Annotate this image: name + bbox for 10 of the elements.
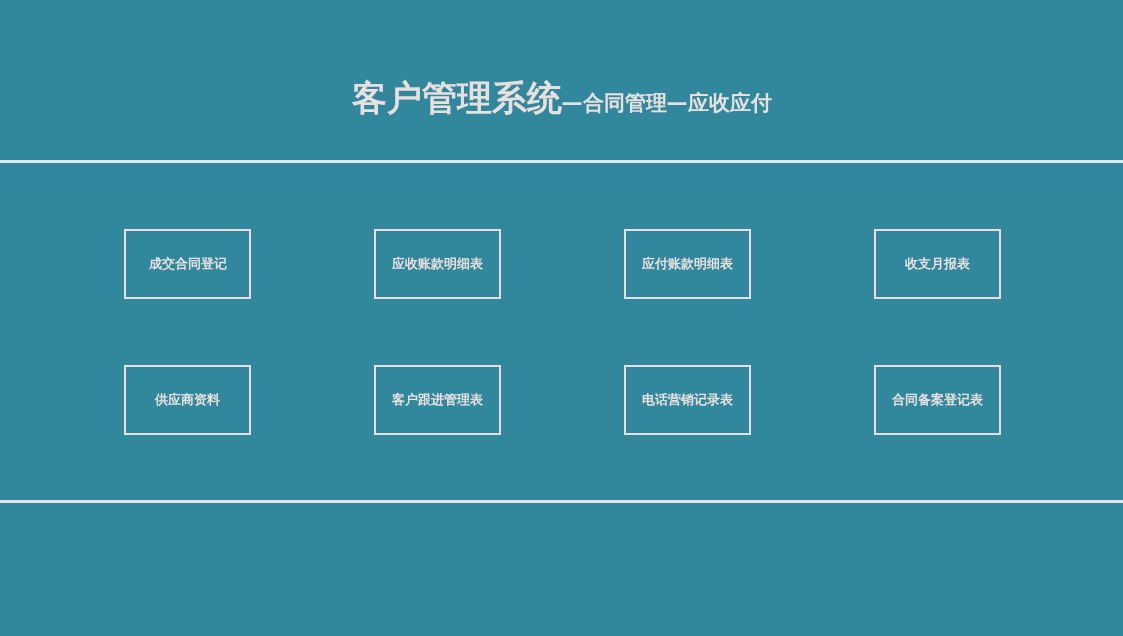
menu-button: 应付账款明细表 <box>624 229 751 299</box>
subtitle: —合同管理—应收应付 <box>561 91 772 115</box>
menu-button: 电话营销记录表 <box>624 365 751 435</box>
title: 客户管理系统 <box>351 78 562 118</box>
menu-button: 合同备案登记表 <box>874 365 1001 435</box>
menu-button: 客户跟进管理表 <box>374 365 501 435</box>
menu-button: 成交合同登记 <box>124 229 251 299</box>
menu-button: 收支月报表 <box>874 229 1001 299</box>
menu-button: 应收账款明细表 <box>374 229 501 299</box>
menu-button: 供应商资料 <box>124 365 251 435</box>
